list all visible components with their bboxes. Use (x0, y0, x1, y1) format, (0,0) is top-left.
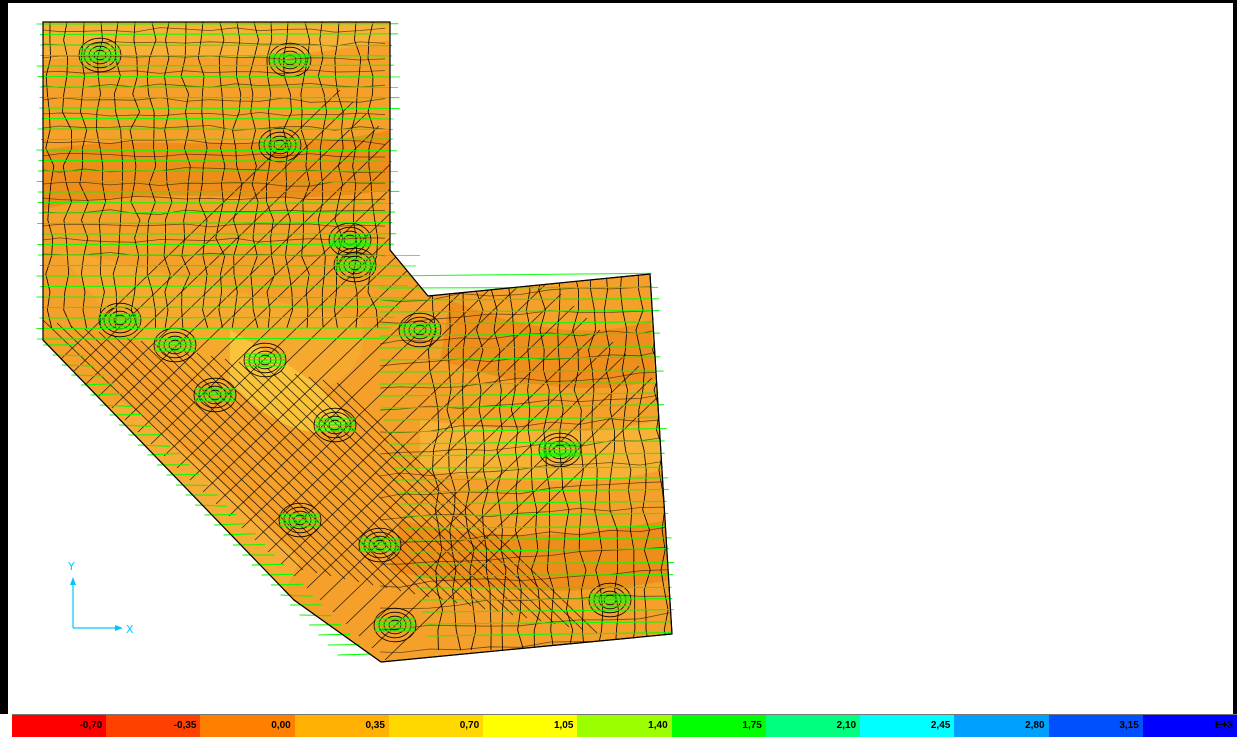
legend-cell: 0,00 (200, 715, 295, 737)
legend-label: 0,35 (365, 720, 385, 731)
legend-cell: 1,75 (671, 715, 766, 737)
legend-cell: E+3 (1142, 715, 1237, 737)
legend-label: 1,75 (742, 720, 762, 731)
legend-label: 2,45 (930, 720, 951, 731)
frame-top (0, 0, 1237, 3)
legend-cell: 2,10 (765, 715, 861, 737)
contour-bands (43, 22, 670, 600)
legend-cell: 2,45 (860, 715, 955, 737)
stress-vectors (36, 23, 674, 656)
y-axis-label: Y (67, 560, 75, 573)
legend-label: 1,05 (553, 720, 574, 731)
frame-right (1233, 0, 1237, 714)
axis-triad: Y X (67, 560, 134, 636)
legend-cell: 0,70 (388, 715, 484, 737)
model-outline (42, 21, 673, 663)
legend-cell: 2,80 (954, 715, 1049, 737)
legend-label: -0,35 (173, 720, 197, 731)
y-axis-arrow-icon (70, 577, 76, 585)
contour-plot[interactable]: Y X (0, 0, 1237, 714)
legend-label: 2,10 (836, 720, 857, 731)
legend-label: 1,40 (648, 720, 668, 731)
legend-cell: 0,35 (294, 715, 389, 737)
legend-cell: -0,35 (106, 715, 201, 737)
legend-label: E+3 (1214, 720, 1234, 731)
frame-left (0, 0, 8, 714)
x-axis-arrow-icon (115, 625, 123, 631)
legend-label: 3,15 (1119, 720, 1139, 731)
legend-cell: -0,70 (12, 715, 107, 737)
legend-cell: 1,40 (577, 715, 672, 737)
legend-label: -0,70 (79, 720, 103, 731)
legend-label: 0,00 (271, 720, 291, 731)
legend-label: 0,70 (459, 720, 480, 731)
legend-label: 2,80 (1025, 720, 1045, 731)
color-legend: -0,70 -0,35 0,00 0,35 0,70 1,05 1,40 1,7… (12, 714, 1237, 737)
x-axis-label: X (126, 623, 134, 636)
legend-cell: 3,15 (1048, 715, 1143, 737)
legend-cell: 1,05 (483, 715, 578, 737)
